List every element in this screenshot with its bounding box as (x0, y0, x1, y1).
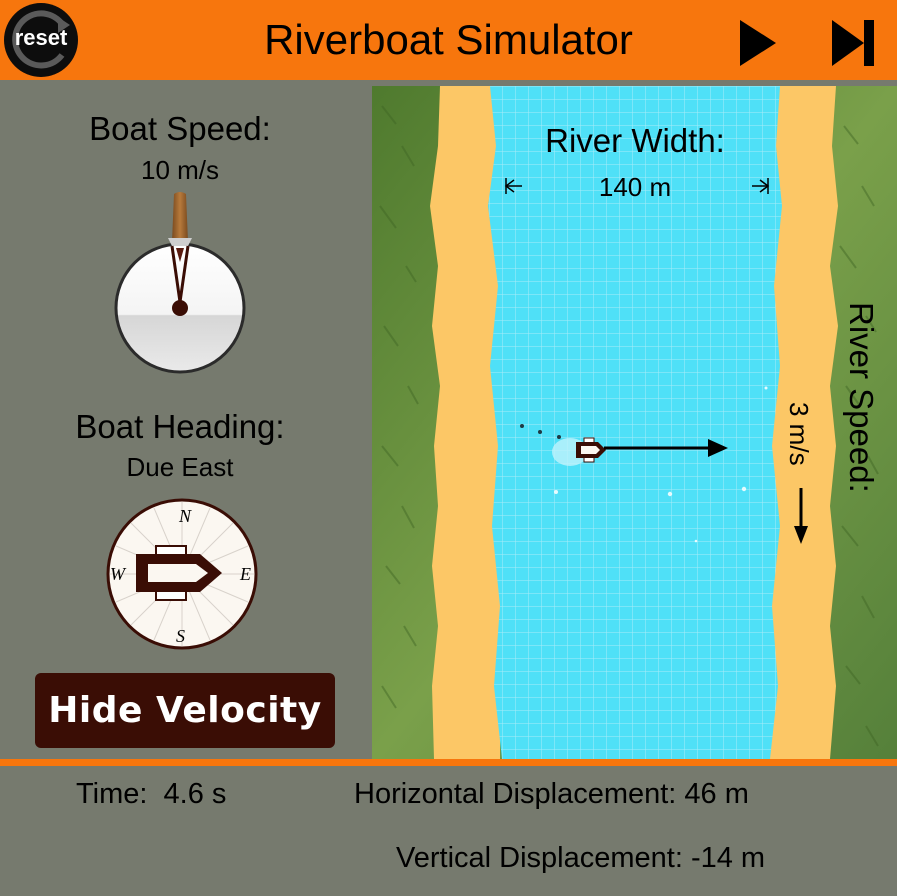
river-scene: River Width: 140 m River Speed: 3 m/s (372, 86, 897, 759)
skip-forward-icon[interactable] (828, 16, 878, 70)
sand-bank-west (430, 86, 500, 759)
vertical-displacement-readout: Vertical Displacement: -14 m (396, 842, 766, 874)
speed-dial[interactable] (112, 190, 252, 380)
velocity-arrow (604, 439, 728, 457)
riverboat (552, 437, 606, 466)
width-arrows (504, 178, 770, 194)
play-icon[interactable] (736, 16, 780, 70)
hide-velocity-button[interactable]: Hide Velocity (35, 673, 335, 748)
reset-button[interactable]: reset (4, 3, 78, 77)
river-current-arrow (794, 488, 808, 544)
stats-divider (0, 759, 897, 766)
throttle-handle[interactable] (172, 192, 188, 242)
boat-heading-value: Due East (126, 452, 234, 482)
compass-boat-icon (136, 545, 222, 601)
compass-w: W (110, 564, 127, 584)
sand-bank-east (770, 86, 838, 759)
horizontal-displacement-readout: Horizontal Displacement: 46 m (354, 778, 749, 810)
compass-e: E (239, 564, 251, 584)
river-speed-label: River Speed: (843, 302, 880, 493)
boat-speed-label: Boat Speed: (89, 110, 271, 147)
heading-compass[interactable]: N E S W (104, 496, 260, 652)
reset-icon (12, 10, 70, 69)
compass-s: S (176, 626, 185, 646)
time-readout: Time: 4.6 s (76, 778, 227, 810)
river-width-value: 140 m (599, 172, 671, 202)
reset-label: reset (14, 25, 68, 50)
app-title: Riverboat Simulator (264, 16, 633, 63)
boat-heading-label: Boat Heading: (75, 408, 285, 445)
river-width-label: River Width: (545, 122, 725, 159)
boat-speed-value: 10 m/s (140, 155, 220, 185)
river-speed-value: 3 m/s (784, 402, 814, 466)
compass-n: N (178, 506, 192, 526)
